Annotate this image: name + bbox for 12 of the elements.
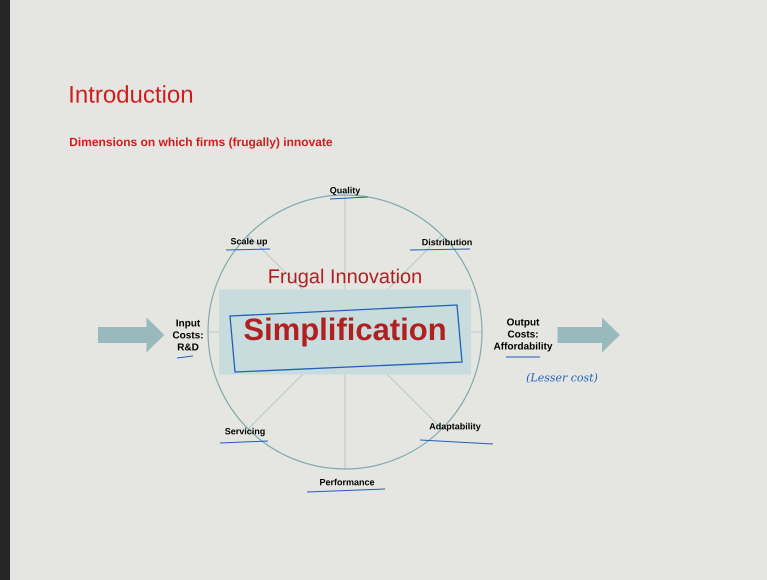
handwritten-note: (Lesser cost) (526, 372, 598, 384)
dimension-label: Quality (330, 186, 360, 196)
highlight-band: Simplification (219, 290, 471, 374)
dimension-label: Performance (320, 478, 374, 486)
input-label: Input Costs: R&D (172, 320, 203, 350)
dimension-label: Servicing (225, 428, 265, 436)
output-label: Output Costs: Affordability (494, 318, 552, 352)
dimension-label: Adaptability (429, 422, 481, 432)
dimension-label: Distribution (422, 238, 472, 246)
dimension-label: Scale up (230, 238, 268, 246)
slide-title: Introduction (70, 85, 192, 103)
subtitle: Dimensions on which firms (frugally) innovate (70, 137, 332, 149)
